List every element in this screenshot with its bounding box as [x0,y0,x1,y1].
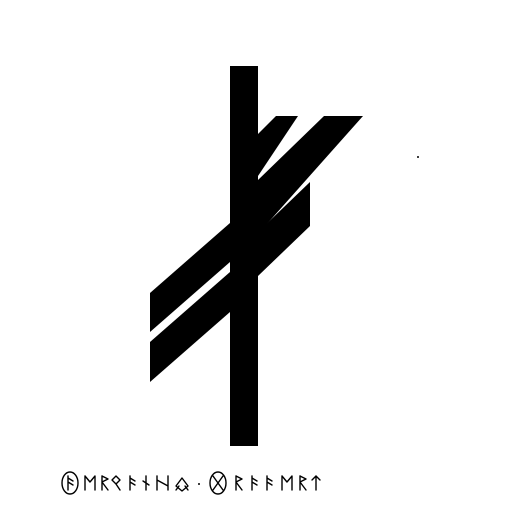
upper-left-stroke [258,116,298,176]
right-bar-stroke [258,182,310,276]
upper-right-stroke [258,116,363,234]
stave-shape [230,66,258,446]
runic-inscription-icon [61,471,321,495]
speck-shape [417,156,419,158]
lower-upper-stroke [150,223,230,332]
lower-lower-stroke [150,272,230,382]
